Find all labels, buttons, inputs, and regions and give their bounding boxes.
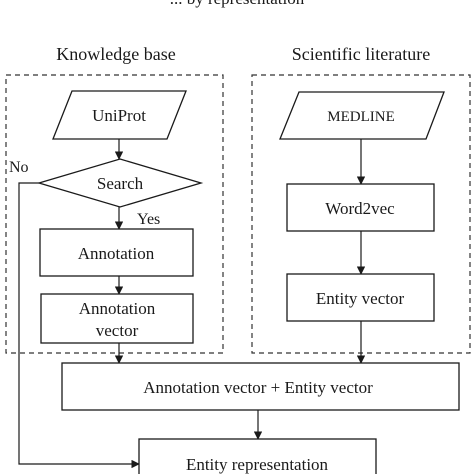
yes-label: Yes (137, 211, 160, 228)
entity-vector-node (286, 273, 435, 322)
combined-vector-label: Annotation vector + Entity vector (143, 378, 373, 397)
medline-label: MEDLINE (327, 109, 395, 125)
knowledge-base-title: Knowledge base (56, 44, 175, 64)
edge-search-no (18, 182, 140, 469)
knowledge-base-group (5, 74, 224, 354)
entity-vector-label: Entity vector (316, 289, 405, 308)
combined-vector-node (61, 362, 460, 411)
word2vec-label: Word2vec (325, 199, 395, 218)
annotation-node (39, 228, 194, 277)
entity-representation-label: Entity representation (186, 455, 329, 474)
search-label: Search (97, 174, 144, 193)
annotation-vector-node (40, 293, 194, 344)
annotation-label: Annotation (78, 244, 155, 263)
uniprot-label: UniProt (92, 106, 146, 125)
annotation-vector-label-line2: vector (96, 321, 139, 340)
entity-representation-node (138, 438, 377, 474)
uniprot-node (52, 90, 187, 140)
scientific-literature-title: Scientific literature (292, 44, 430, 64)
no-label: No (9, 159, 29, 176)
top-caption: ... by representation (170, 0, 305, 8)
annotation-vector-label-line1: Annotation (79, 299, 156, 318)
medline-node (279, 91, 445, 140)
search-decision (36, 158, 204, 208)
